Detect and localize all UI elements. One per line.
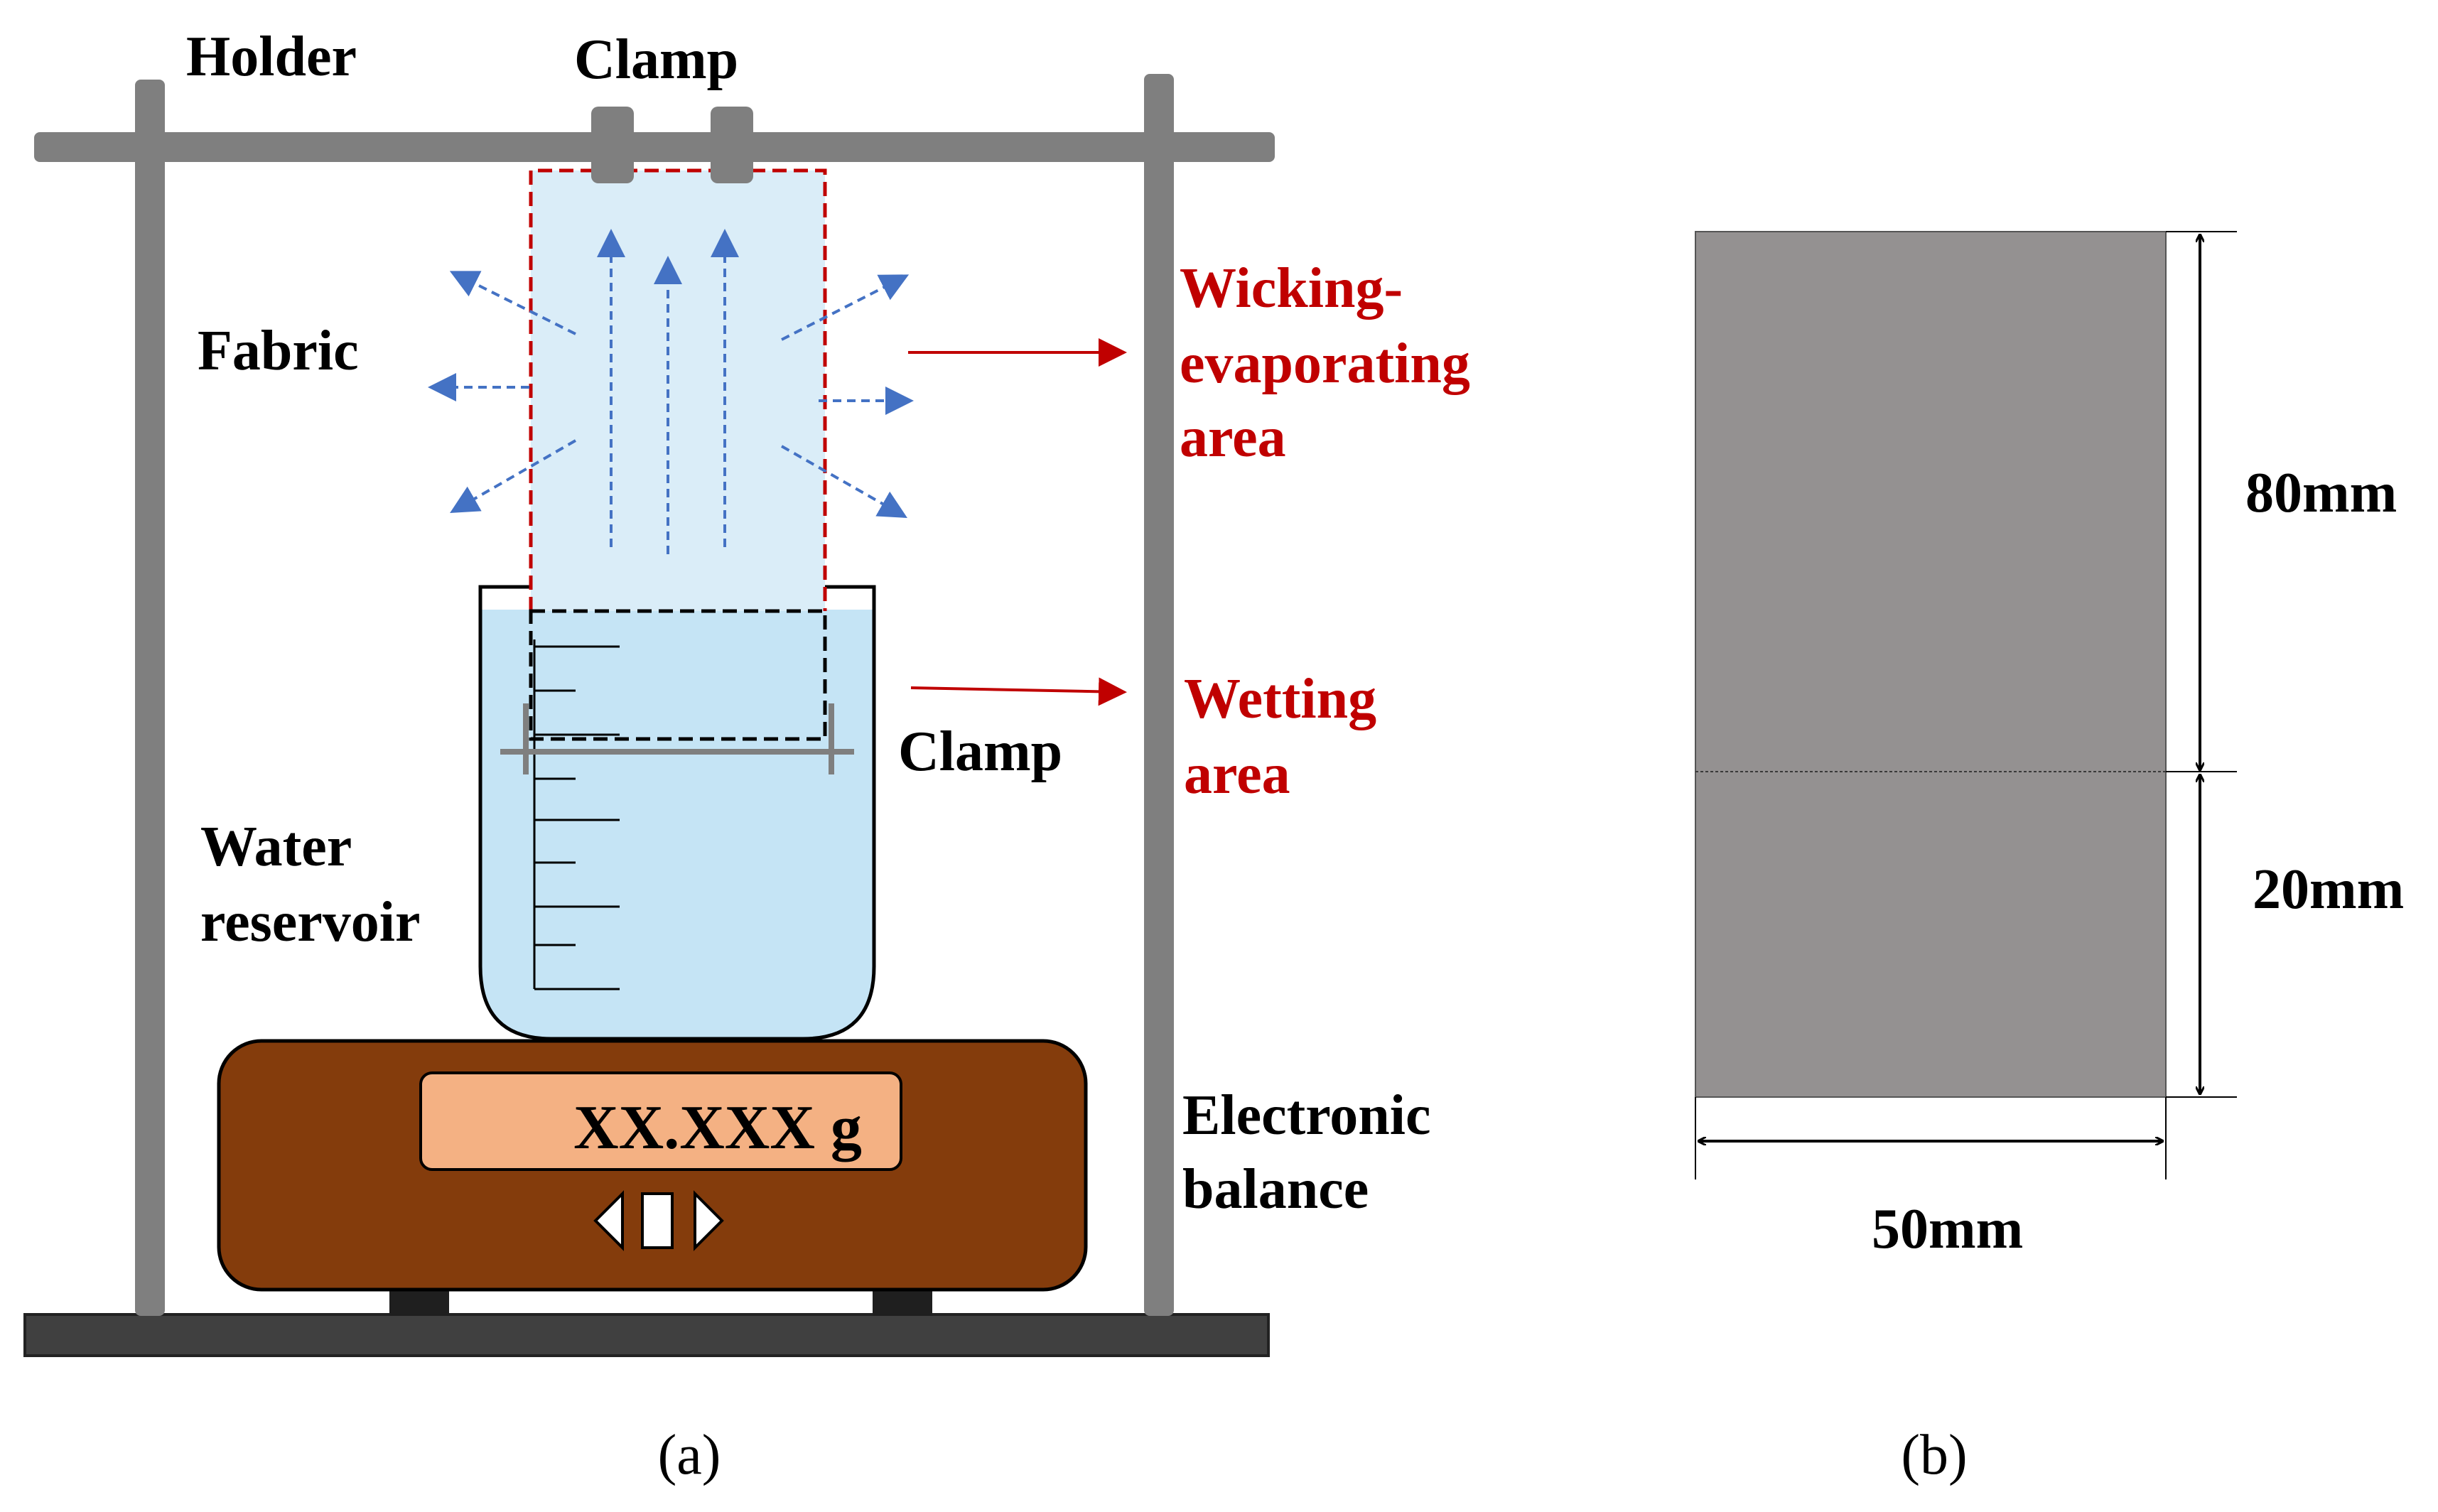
balance-foot-left — [389, 1287, 449, 1316]
wetting-area-outline — [529, 609, 827, 741]
lower-clamp — [500, 703, 854, 774]
panel-a: XX.XXX g — [23, 26, 1470, 1486]
label-wicking-area-1: Wicking- — [1180, 257, 1403, 320]
label-wetting-area-1: Wetting — [1184, 668, 1376, 730]
right-triangle-icon — [694, 1190, 724, 1251]
label-clamp-side: Clamp — [898, 720, 1062, 783]
specimen-rect — [1695, 231, 2167, 1098]
beaker-outline — [478, 585, 876, 1041]
top-clamp-right — [711, 107, 753, 183]
wicking-arrow-icon — [597, 229, 739, 554]
pointer-arrow-icon — [910, 677, 1127, 706]
wicking-area-outline — [529, 168, 827, 611]
panel-b: 80mm 20mm 50mm (b) — [1695, 231, 2404, 1486]
dimension-extension-lines — [1695, 231, 2237, 1179]
dimension-label-20mm: 20mm — [2253, 858, 2404, 921]
label-electronic-balance-2: balance — [1182, 1158, 1369, 1221]
label-holder: Holder — [186, 26, 357, 88]
label-wetting-area-2: area — [1184, 743, 1290, 806]
center-button-icon — [641, 1192, 674, 1249]
balance-foot-right — [873, 1287, 932, 1316]
left-triangle-icon — [593, 1190, 624, 1251]
label-water-reservoir-2: reservoir — [200, 891, 420, 954]
dimension-label-50mm: 50mm — [1872, 1198, 2023, 1260]
label-clamp-top: Clamp — [574, 28, 738, 91]
label-wicking-area-2: evaporating — [1180, 333, 1470, 395]
top-clamp-left — [591, 107, 634, 183]
holder-left-post — [135, 80, 165, 1316]
holder-right-post — [1144, 74, 1174, 1316]
balance-display — [419, 1071, 902, 1171]
holder-top-bar — [34, 132, 1275, 162]
label-wicking-area-3: area — [1180, 406, 1286, 469]
evaporation-arrow-icon — [428, 271, 914, 518]
beaker-water — [480, 610, 874, 1039]
base-plate — [23, 1313, 1270, 1357]
label-water-reservoir-1: Water — [200, 816, 352, 878]
balance-display-text: XX.XXX g — [573, 1094, 862, 1162]
label-electronic-balance-1: Electronic — [1182, 1084, 1431, 1147]
beaker-graduations — [533, 639, 620, 990]
fabric-strip — [531, 171, 825, 611]
caption-b: (b) — [1901, 1424, 1967, 1486]
label-fabric: Fabric — [198, 320, 359, 382]
caption-a: (a) — [658, 1424, 721, 1486]
dimension-label-80mm: 80mm — [2245, 462, 2397, 524]
